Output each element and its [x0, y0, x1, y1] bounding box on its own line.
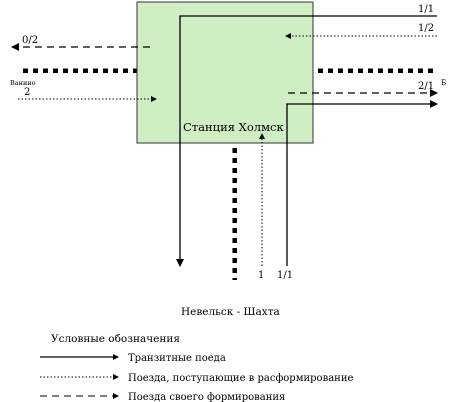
station-name: Станция Холмск	[183, 120, 284, 134]
flow-right-out-label: 2/1	[418, 81, 434, 92]
flow-transit-top-arrow	[176, 15, 437, 267]
legend-item-transit: Транзитные поеда	[128, 353, 226, 364]
track-bottom	[227, 143, 237, 280]
legend-item-own: Поезда своего формирования	[128, 392, 285, 402]
direction-left: Ванино	[10, 79, 36, 87]
track-right	[313, 63, 437, 73]
track-left	[18, 63, 138, 73]
direction-bottom: Невельск - Шахта	[181, 306, 280, 318]
legend-title: Условные обозначения	[51, 333, 180, 345]
flow-top-right-2-label: 1/2	[418, 23, 434, 34]
legend-item-incoming: Поезда, поступающие в расформирование	[128, 373, 353, 384]
flow-bottom-2-label: 1/1	[277, 270, 293, 281]
station-box	[136, 1, 314, 144]
flow-bottom-1-label: 1	[258, 270, 264, 281]
flow-transit-bottom-arrow	[286, 100, 438, 266]
legend: Условные обозначения Транзитные поеда По…	[40, 333, 353, 402]
flow-top-right-1-label: 1/1	[418, 4, 434, 15]
flow-left-in-label: 2	[24, 87, 30, 98]
direction-right: Б	[441, 79, 446, 87]
flow-left-out-label: 0/2	[22, 35, 38, 46]
